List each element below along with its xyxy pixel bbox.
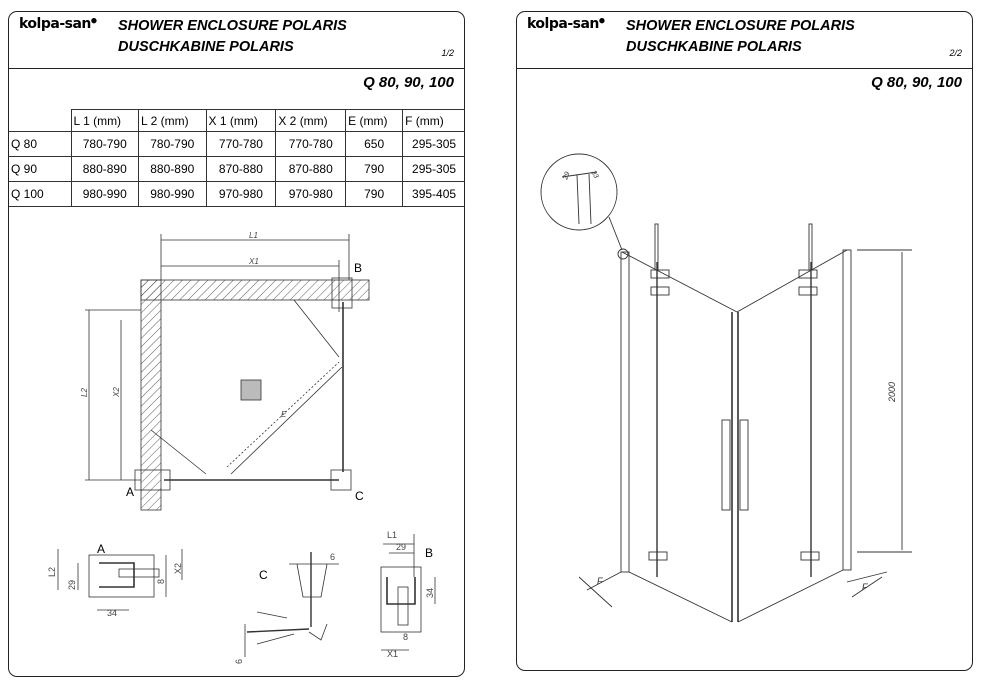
detail-b-34: 34: [425, 588, 435, 598]
technical-drawings: L1 X1 L2 X2 E A B C A L2 29 X2 8 34 C 6 …: [47, 231, 436, 664]
dim-l1: L1: [249, 231, 258, 240]
header-divider: [517, 68, 972, 69]
detail-a-label: A: [97, 542, 105, 556]
cell: 395-405: [402, 181, 465, 207]
detail-b-29: 29: [396, 542, 406, 552]
detail-c-label: C: [259, 568, 268, 582]
dim-x2: X2: [112, 387, 121, 398]
label-b: B: [354, 261, 362, 275]
detail-a-l2: L2: [47, 567, 57, 577]
brand-logo: kolpa-san●: [19, 16, 97, 32]
model-list: Q 80, 90, 100: [363, 74, 454, 91]
detail-a-8: 8: [156, 579, 166, 584]
cell: 770-780: [275, 131, 347, 157]
label-c: C: [355, 489, 364, 503]
title-de: DUSCHKABINE POLARIS: [118, 39, 294, 55]
detail-c-6-top: 6: [330, 552, 335, 562]
dim-f-right: F: [862, 582, 868, 592]
dimensions-table: L 1 (mm) L 2 (mm) X 1 (mm) X 2 (mm) E (m…: [9, 109, 465, 207]
detail-c: [244, 552, 339, 657]
cell: 295-305: [402, 131, 465, 157]
detail-b-x1: X1: [387, 649, 398, 659]
cell: Q 90: [9, 156, 72, 182]
detail-callout: [540, 153, 618, 231]
drain-icon: [240, 379, 262, 401]
detail-29: 29: [562, 171, 572, 182]
cell: Q 100: [9, 181, 72, 207]
title-de: DUSCHKABINE POLARIS: [626, 39, 802, 55]
spec-page-2: kolpa-san● SHOWER ENCLOSURE POLARIS DUSC…: [516, 11, 973, 671]
header-divider: [9, 68, 464, 69]
table-header-row: L 1 (mm) L 2 (mm) X 1 (mm) X 2 (mm) E (m…: [9, 109, 465, 132]
label-a: A: [126, 485, 134, 499]
cell: Q 80: [9, 131, 72, 157]
height-dimension: 2000: [887, 382, 897, 403]
page-number: 2/2: [949, 48, 962, 58]
title-en: SHOWER ENCLOSURE POLARIS: [118, 18, 347, 34]
cell: 880-890: [138, 156, 207, 182]
detail-a: [57, 549, 183, 611]
plan-view: [85, 234, 370, 511]
brand-name: kolpa-san: [19, 16, 91, 32]
cell: 880-890: [70, 156, 140, 182]
brand-logo: kolpa-san●: [527, 16, 605, 32]
cell: 780-790: [70, 131, 140, 157]
detail-b-label: B: [425, 546, 433, 560]
header-cell: F (mm): [402, 109, 465, 132]
cell: 780-790: [138, 131, 207, 157]
page-number: 1/2: [441, 48, 454, 58]
dim-x1: X1: [248, 257, 259, 266]
cell: 980-990: [70, 181, 140, 207]
detail-b: [380, 534, 436, 651]
model-list: Q 80, 90, 100: [871, 74, 962, 91]
cell: 970-980: [275, 181, 347, 207]
detail-a-34: 34: [107, 608, 117, 618]
cell: 790: [345, 181, 404, 207]
wall-top: [140, 279, 370, 301]
detail-c-6-left: 6: [234, 659, 244, 664]
spec-page-1: kolpa-san● SHOWER ENCLOSURE POLARIS DUSC…: [8, 11, 465, 677]
wall-left: [140, 279, 162, 511]
header-cell: L 1 (mm): [70, 109, 140, 132]
dim-e: E: [281, 410, 287, 419]
dim-f-left: F: [597, 576, 603, 586]
detail-b-l1: L1: [387, 530, 397, 540]
brand-name: kolpa-san: [527, 16, 599, 32]
detail-a-x2: X2: [173, 563, 183, 574]
enclosure-perspective-drawing: 2000 F F 29 33: [540, 153, 912, 623]
detail-33: 33: [589, 170, 599, 180]
top-left-edge: [621, 251, 738, 313]
detail-a-29: 29: [67, 580, 77, 590]
title-en: SHOWER ENCLOSURE POLARIS: [626, 18, 855, 34]
dim-l2: L2: [80, 388, 89, 397]
detail-b-8: 8: [403, 632, 408, 642]
